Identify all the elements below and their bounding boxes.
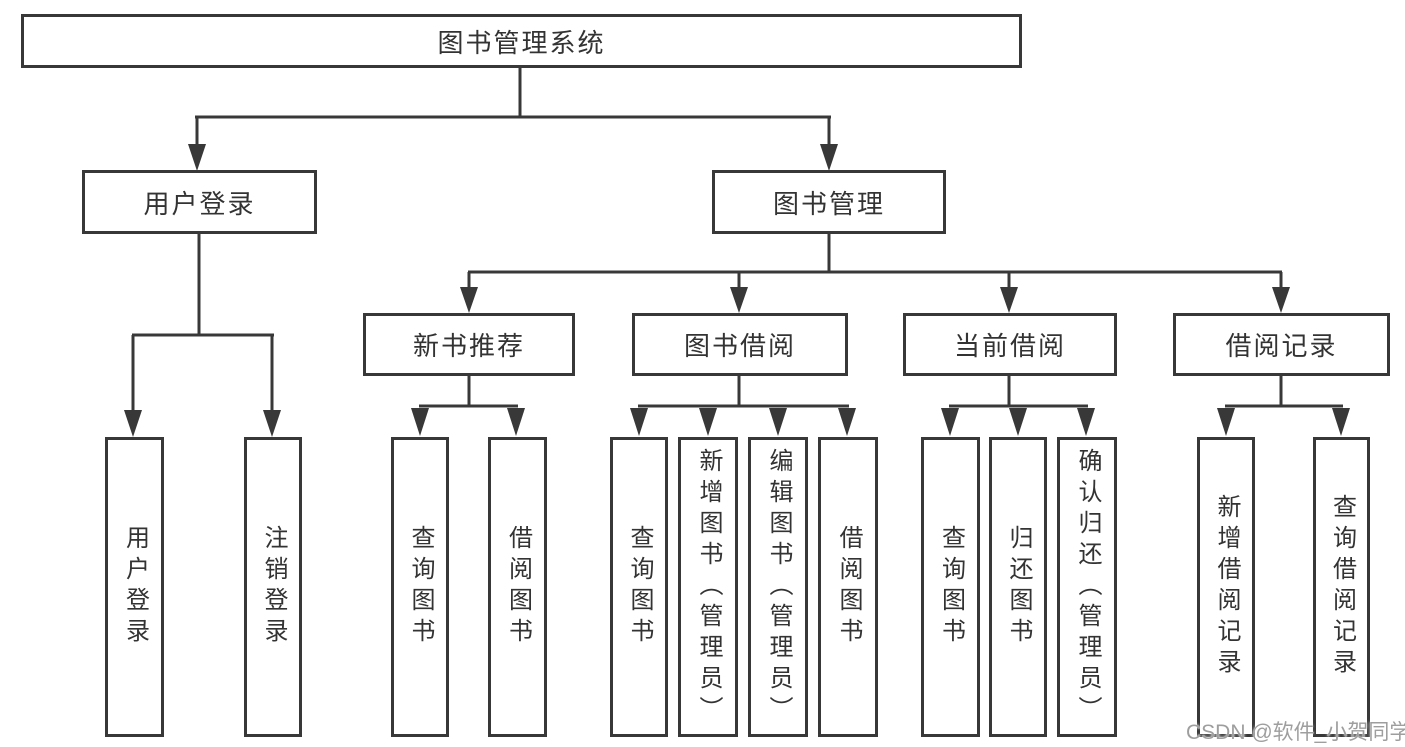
node-book-borrowing-label: 图书借阅 bbox=[683, 331, 796, 361]
leaf-borrow-books-label: 借阅图书 bbox=[835, 525, 862, 649]
node-borrowing-records-label: 借阅记录 bbox=[1225, 331, 1338, 361]
leaf-add-borrow-record-label: 新增借阅记录 bbox=[1213, 494, 1240, 680]
node-current-borrowing: 当前借阅 bbox=[903, 313, 1117, 376]
leaf-user-login-label: 用户登录 bbox=[121, 525, 149, 649]
node-current-borrowing-label: 当前借阅 bbox=[953, 331, 1066, 361]
leaf-query-books-current-label: 查询图书 bbox=[937, 525, 965, 649]
leaf-return-books: 归还图书 bbox=[989, 437, 1047, 737]
leaf-edit-books-admin-label: 编辑图书（管理员） bbox=[765, 447, 792, 727]
leaf-user-login: 用户登录 bbox=[105, 437, 164, 737]
leaf-query-books-recommend-label: 查询图书 bbox=[407, 525, 434, 649]
leaf-query-borrow-record: 查询借阅记录 bbox=[1313, 437, 1370, 737]
csdn-watermark: CSDN @软件_小贺同学 bbox=[1186, 721, 1405, 744]
leaf-borrow-books-recommend-label: 借阅图书 bbox=[504, 525, 532, 649]
node-new-book-recommend: 新书推荐 bbox=[363, 313, 575, 376]
leaf-query-books-current: 查询图书 bbox=[921, 437, 980, 737]
leaf-borrow-books: 借阅图书 bbox=[818, 437, 878, 737]
leaf-add-books-admin-label: 新增图书（管理员） bbox=[695, 447, 722, 727]
leaf-logout-label: 注销登录 bbox=[260, 525, 287, 649]
leaf-logout: 注销登录 bbox=[244, 437, 302, 737]
node-borrowing-records: 借阅记录 bbox=[1173, 313, 1390, 376]
leaf-return-books-label: 归还图书 bbox=[1005, 525, 1032, 649]
leaf-edit-books-admin: 编辑图书（管理员） bbox=[748, 437, 808, 737]
leaf-confirm-return-admin: 确认归还（管理员） bbox=[1057, 437, 1117, 737]
leaf-query-borrow-record-label: 查询借阅记录 bbox=[1328, 494, 1356, 680]
leaf-borrow-books-recommend: 借阅图书 bbox=[488, 437, 547, 737]
leaf-query-books-borrowing-label: 查询图书 bbox=[626, 525, 653, 649]
node-user-login: 用户登录 bbox=[82, 170, 317, 234]
node-root-label: 图书管理系统 bbox=[437, 27, 606, 58]
node-user-login-label: 用户登录 bbox=[143, 188, 256, 219]
node-book-management: 图书管理 bbox=[712, 170, 946, 234]
node-root-system: 图书管理系统 bbox=[21, 14, 1022, 68]
leaf-confirm-return-admin-label: 确认归还（管理员） bbox=[1074, 447, 1101, 727]
leaf-query-books-recommend: 查询图书 bbox=[391, 437, 449, 737]
node-book-management-label: 图书管理 bbox=[772, 188, 885, 219]
leaf-add-borrow-record: 新增借阅记录 bbox=[1197, 437, 1255, 737]
leaf-add-books-admin: 新增图书（管理员） bbox=[678, 437, 738, 737]
arrowhead-icons bbox=[124, 144, 1350, 437]
leaf-query-books-borrowing: 查询图书 bbox=[610, 437, 668, 737]
node-new-book-recommend-label: 新书推荐 bbox=[412, 331, 525, 361]
node-book-borrowing: 图书借阅 bbox=[632, 313, 848, 376]
